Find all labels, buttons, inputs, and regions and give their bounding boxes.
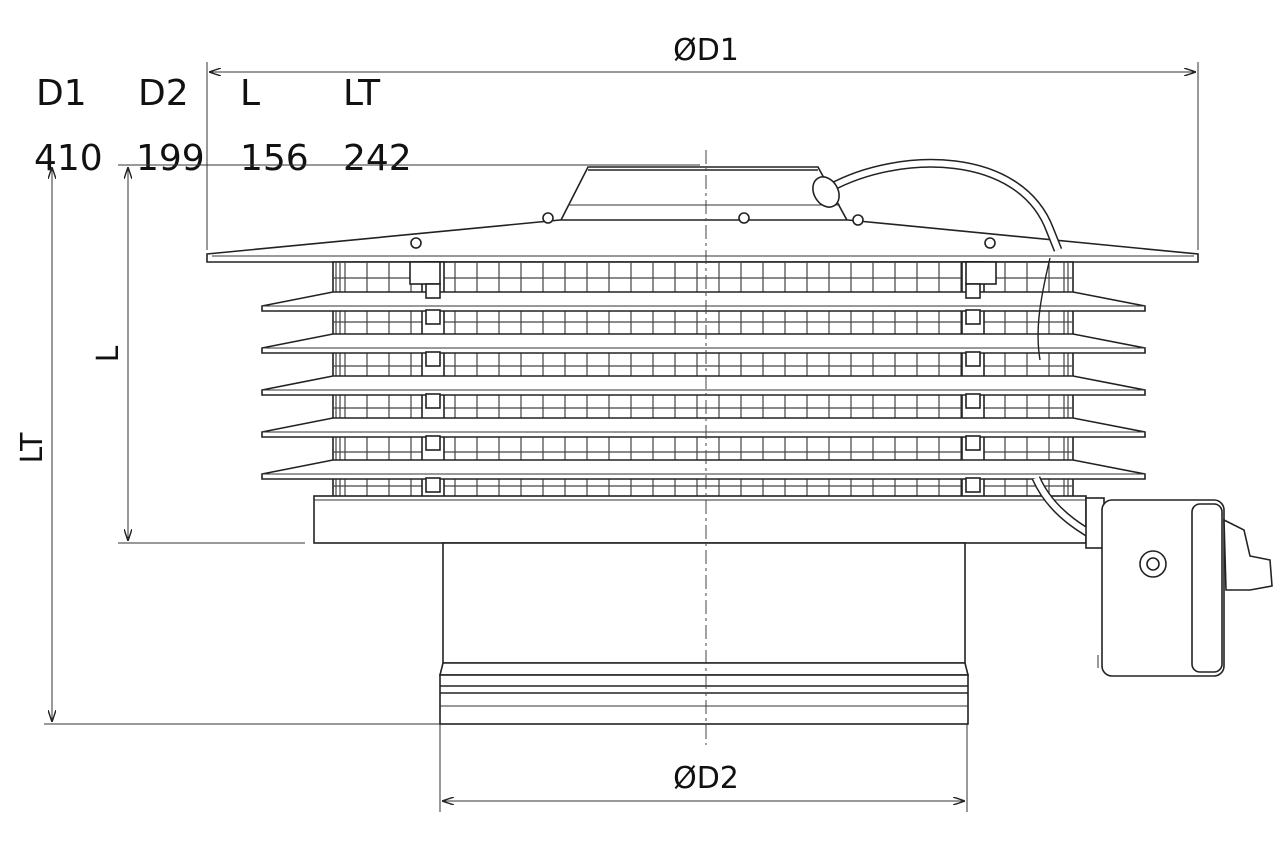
louver: [261, 417, 1146, 438]
terminal-latch: [1223, 518, 1273, 591]
grille-bars-horizontal: [333, 277, 1073, 487]
table-header-lt: LT: [343, 73, 381, 114]
louver-clip: [965, 309, 981, 325]
table-header-d2: D2: [138, 73, 189, 114]
louver-clip: [425, 283, 441, 299]
louver-clip: [425, 435, 441, 451]
bolt: [410, 237, 422, 249]
bolt: [542, 212, 554, 224]
louver-clip: [965, 435, 981, 451]
bolt: [738, 212, 750, 224]
d1-label: ØD1: [673, 33, 739, 68]
louver-clip: [965, 477, 981, 493]
louver-stack: [261, 283, 1146, 493]
louver-clip: [425, 393, 441, 409]
base-ring: [313, 495, 1087, 544]
bolt: [984, 237, 996, 249]
table-value-d1: 410: [34, 138, 103, 179]
table-header-l: L: [240, 73, 260, 114]
cable-inner: [828, 160, 1061, 252]
outlet-cylinder: [442, 542, 966, 664]
table-value-l: 156: [240, 138, 309, 179]
louver-clip: [425, 477, 441, 493]
louver: [261, 375, 1146, 396]
right-clamp: [965, 261, 997, 285]
left-clamp: [409, 261, 441, 285]
fan-drawing: [206, 150, 1273, 745]
motor-dome: [558, 166, 850, 223]
dimension-d1: ØD1: [206, 33, 1199, 250]
cable-gland-top: [812, 176, 840, 208]
table-header-d1: D1: [36, 73, 87, 114]
louver: [261, 291, 1146, 312]
l-label: L: [91, 345, 126, 362]
cable-run: [1037, 257, 1051, 361]
top-cap: [206, 219, 1199, 263]
cable-gland-core: [1146, 557, 1160, 571]
outlet-flare: [438, 662, 970, 676]
dimension-table: D1 D2 L LT 410 199 156 242: [34, 73, 412, 179]
lt-label: LT: [15, 432, 50, 464]
louver: [261, 333, 1146, 354]
louver-clip: [965, 393, 981, 409]
louver-clip: [965, 351, 981, 367]
louver-clip: [425, 309, 441, 325]
terminal-box: [1085, 497, 1273, 677]
dimension-d2: ØD2: [439, 722, 968, 812]
table-value-lt: 242: [343, 138, 412, 179]
bolt: [852, 214, 864, 226]
dimension-l: L: [91, 164, 700, 544]
louver-clip: [425, 351, 441, 367]
outlet-spigot: [439, 674, 969, 725]
louver: [261, 459, 1146, 480]
louver-clip: [965, 283, 981, 299]
table-value-d2: 199: [136, 138, 205, 179]
dimension-lt: LT: [15, 167, 440, 725]
d2-label: ØD2: [673, 761, 739, 796]
terminal-box-lid: [1191, 503, 1223, 673]
